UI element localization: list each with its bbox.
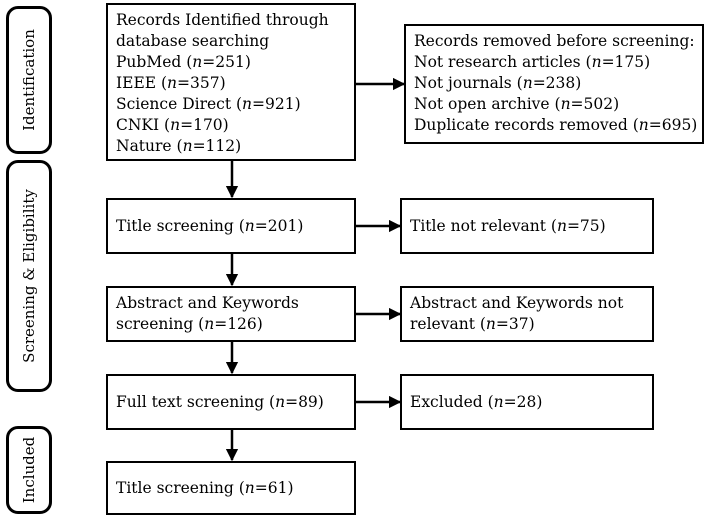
box-text-segment: =238) [532,74,582,92]
box-text-line: Records removed before screening: [414,32,695,50]
count-symbol: n [242,95,253,113]
box-text-segment: Not open archive ( [414,95,561,113]
box-text-segment: =502) [570,95,620,113]
full-text-screening-box: Full text screening (n=89) [106,374,356,430]
box-text-line: Records Identified through [116,11,329,29]
count-symbol: n [560,95,571,113]
box-text-line: PubMed (n=251) [116,52,354,73]
box-text-line: database searching [116,32,270,50]
count-symbol: n [591,53,602,71]
phase-screening-label: Screening & Eligibility [20,189,38,363]
box-text-segment: =357) [177,74,226,92]
box-text-line: Title screening (n=61) [116,478,294,499]
count-symbol: n [167,74,178,92]
count-symbol: n [522,74,533,92]
box-text-segment: =126) [214,315,263,333]
box-text-line: Not open archive (n=502) [414,94,702,115]
box-text-segment: =921) [252,95,301,113]
box-text-segment: =75) [566,216,606,235]
box-text-segment: Duplicate records removed ( [414,116,639,134]
box-text-line: Not journals (n=238) [414,73,702,94]
count-symbol: n [556,216,567,235]
title-not-relevant-box: Title not relevant (n=75) [400,198,654,254]
box-text-line: Duplicate records removed (n=695) [414,115,702,136]
box-text-segment: Not journals ( [414,74,523,92]
phase-included-label: Included [20,436,38,504]
box-text-segment: =37) [495,315,535,333]
box-text-segment: Science Direct ( [116,95,243,113]
box-text-segment: Full text screening ( [116,392,276,411]
count-symbol: n [485,315,496,333]
box-text-segment: relevant ( [410,315,486,333]
box-text-segment: PubMed ( [116,53,193,71]
phase-identification: Identification [6,6,52,154]
box-text-segment: Nature ( [116,137,183,155]
box-text-segment: =201) [254,216,304,235]
abstract-screening-box: Abstract and Keywords screening (n=126) [106,286,356,342]
count-symbol: n [638,116,649,134]
box-text-segment: Not research articles ( [414,53,592,71]
records-removed-box: Records removed before screening: Not res… [404,24,704,144]
count-symbol: n [493,392,504,411]
box-text-line: relevant (n=37) [410,314,652,335]
box-text-segment: Title screening ( [116,216,245,235]
box-text-line: Not research articles (n=175) [414,52,702,73]
box-text-segment: =28) [503,392,543,411]
count-symbol: n [170,116,181,134]
phase-included: Included [6,426,52,514]
count-symbol: n [204,315,215,333]
box-text-segment: =175) [601,53,651,71]
count-symbol: n [192,53,203,71]
box-text-line: Abstract and Keywords not [410,294,624,312]
box-text-segment: =61) [254,478,294,497]
excluded-box: Excluded (n=28) [400,374,654,430]
box-text-segment: =89) [285,392,324,411]
abstract-not-relevant-box: Abstract and Keywords not relevant (n=37) [400,286,654,342]
box-text-line: Title not relevant (n=75) [410,216,606,237]
box-text-line: Excluded (n=28) [410,392,542,413]
count-symbol: n [182,137,193,155]
count-symbol: n [275,392,286,411]
box-text-segment: Title not relevant ( [410,216,557,235]
count-symbol: n [244,478,255,497]
phase-identification-label: Identification [20,29,38,131]
box-text-line: Nature (n=112) [116,136,354,157]
box-text-segment: =251) [202,53,251,71]
box-text-line: Science Direct (n=921) [116,94,354,115]
count-symbol: n [244,216,255,235]
box-text-segment: Excluded ( [410,392,494,411]
box-text-line: screening (n=126) [116,314,354,335]
included-box: Title screening (n=61) [106,461,356,515]
box-text-segment: screening ( [116,315,205,333]
box-text-line: IEEE (n=357) [116,73,354,94]
box-text-segment: =170) [180,116,229,134]
box-text-line: Full text screening (n=89) [116,392,324,413]
box-text-segment: =112) [192,137,242,155]
box-text-segment: =695) [648,116,698,134]
records-identified-box: Records Identified through database searc… [106,3,356,161]
box-text-segment: CNKI ( [116,116,171,134]
box-text-segment: Title screening ( [116,478,245,497]
box-text-segment: IEEE ( [116,74,168,92]
title-screening-box: Title screening (n=201) [106,198,356,254]
box-text-line: CNKI (n=170) [116,115,354,136]
box-text-line: Title screening (n=201) [116,216,303,237]
phase-screening-eligibility: Screening & Eligibility [6,160,52,392]
box-text-line: Abstract and Keywords [116,294,299,312]
